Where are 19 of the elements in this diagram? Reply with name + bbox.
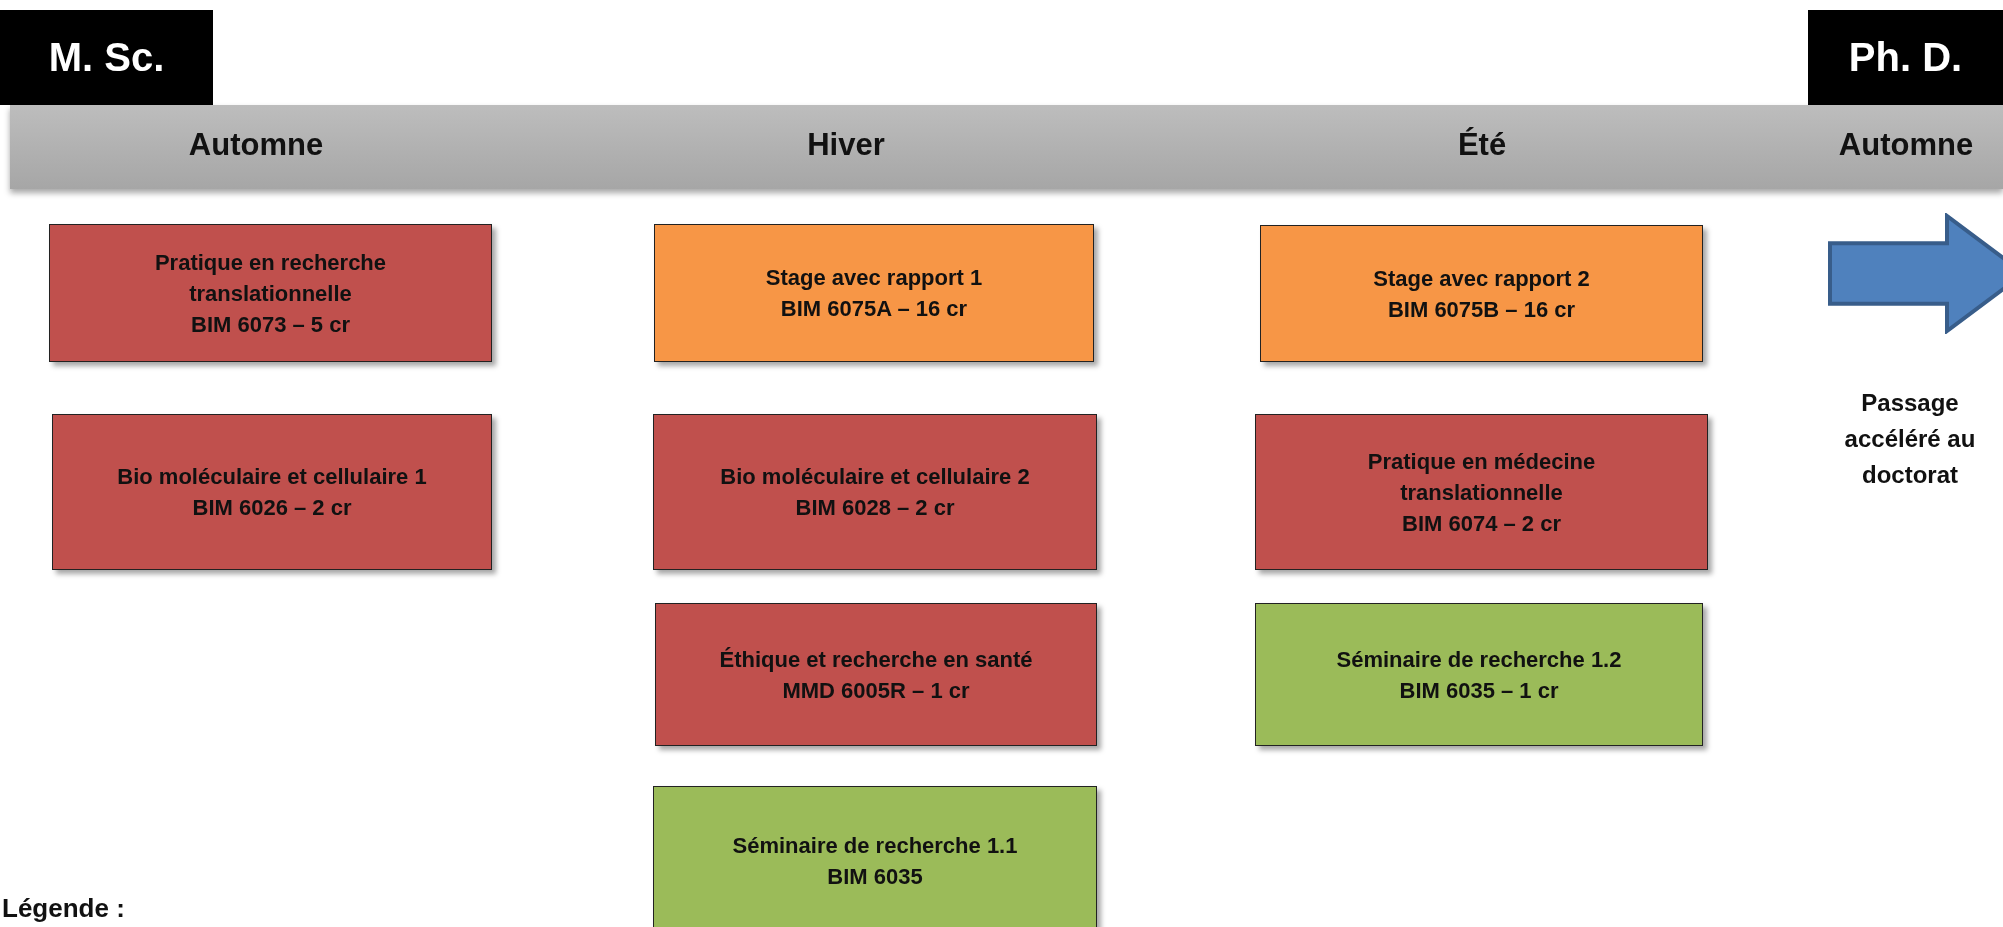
course-box: Bio moléculaire et cellulaire 1 BIM 6026 – 2 cr [52, 414, 492, 570]
course-box: Stage avec rapport 2 BIM 6075B – 16 cr [1260, 225, 1703, 362]
caption-text: Passage accéléré au doctorat [1843, 388, 1977, 490]
season-label: Automne [188, 127, 324, 163]
season-label: Hiver [807, 127, 885, 163]
course-box: Pratique en médecine translationnelle BIM 6074 – 2 cr [1255, 414, 1708, 570]
degree-label: Ph. D. [1808, 10, 2003, 105]
block-arrow [1827, 213, 2003, 334]
season-label: Automne [1838, 127, 1974, 163]
course-box: Séminaire de recherche 1.2 BIM 6035 – 1 cr [1255, 603, 1703, 746]
course-box: Stage avec rapport 1 BIM 6075A – 16 cr [654, 224, 1094, 362]
season-label: Été [1457, 127, 1507, 163]
course-box: Bio moléculaire et cellulaire 2 BIM 6028 – 2 cr [653, 414, 1097, 570]
course-box: Éthique et recherche en santé MMD 6005R – 1 cr [655, 603, 1097, 746]
course-box: Séminaire de recherche 1.1 BIM 6035 [653, 786, 1097, 927]
season-band [10, 105, 2003, 189]
legend-heading: Légende : [2, 893, 125, 924]
degree-label: M. Sc. [0, 10, 213, 105]
course-box: Pratique en recherche translationnelle BIM 6073 – 5 cr [49, 224, 492, 362]
